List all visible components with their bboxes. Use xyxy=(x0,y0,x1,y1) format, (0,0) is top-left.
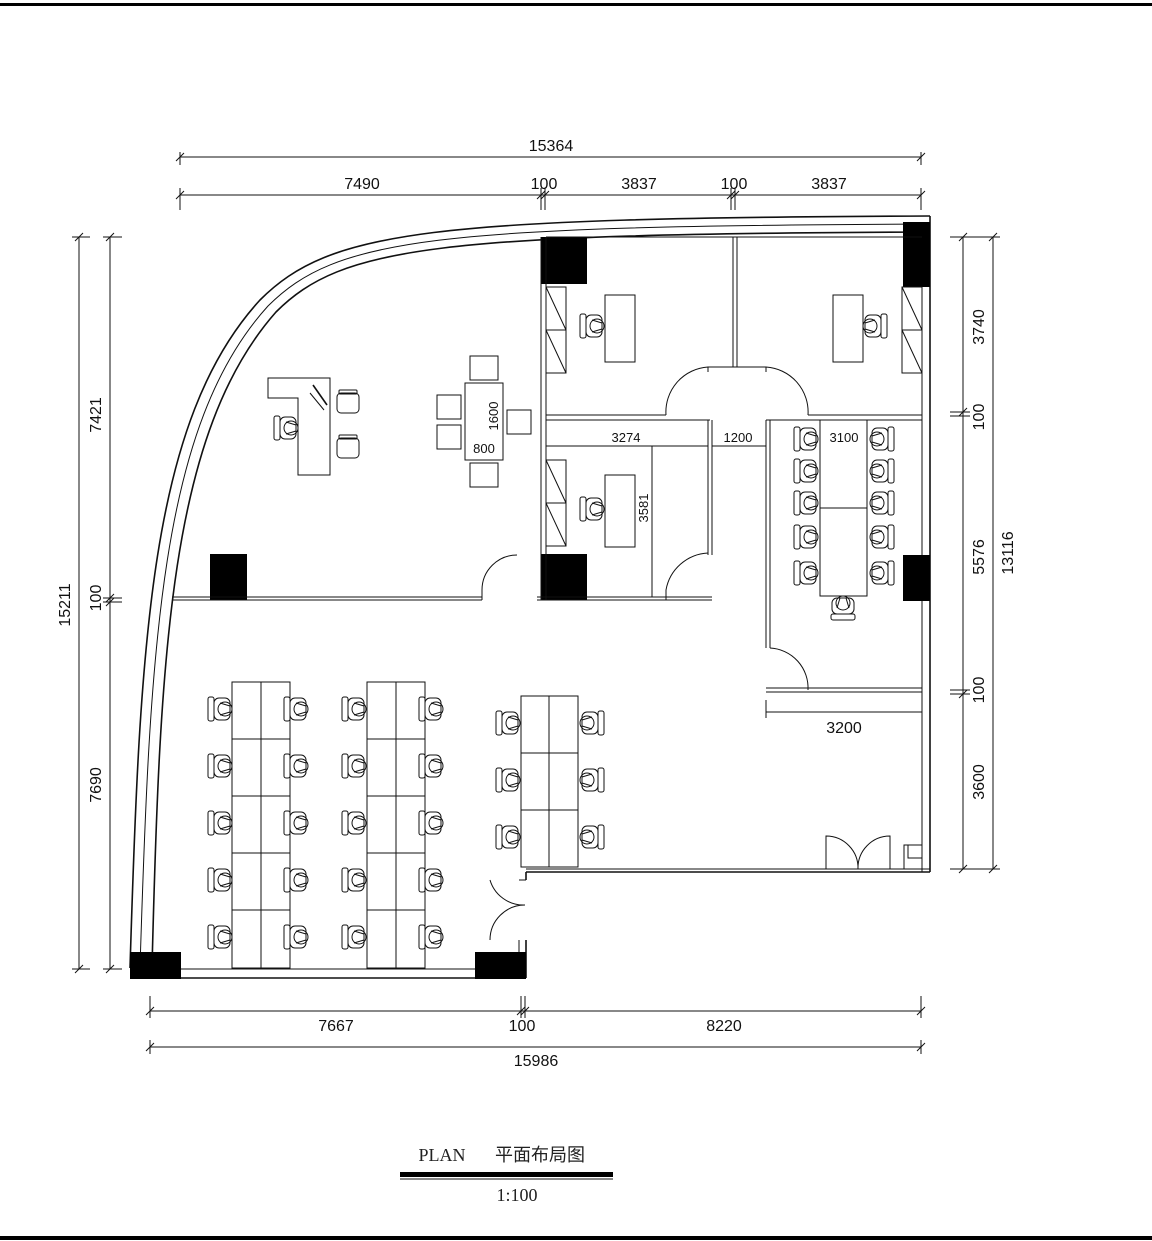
dim-top-seg-5: 3837 xyxy=(811,176,847,193)
conference-table xyxy=(793,419,894,621)
right-dimension-chain xyxy=(950,232,1000,874)
dim-right-seg-1: 3740 xyxy=(971,309,988,345)
dim-bottom-seg-2: 100 xyxy=(509,1018,536,1035)
top-dimension-chain xyxy=(175,152,926,210)
dim-bottom-seg-3: 8220 xyxy=(706,1018,742,1035)
dim-right-overall: 13116 xyxy=(1000,531,1017,574)
dim-right-seg-2: 100 xyxy=(971,404,988,431)
dim-bottom-seg-1: 7667 xyxy=(318,1018,354,1035)
lounge-meeting-table xyxy=(436,355,532,488)
dim-right-seg-5: 3600 xyxy=(971,764,988,800)
manager-office-2-desk xyxy=(832,294,887,363)
plan-label: PLAN xyxy=(418,1145,465,1165)
workstation-cluster-2 xyxy=(341,681,444,969)
dim-right-seg-4: 100 xyxy=(971,677,988,704)
dim-left-overall: 15211 xyxy=(57,583,74,626)
manager-office-3-desk xyxy=(579,474,636,548)
left-dimension-chain xyxy=(72,232,122,974)
bottom-dimension-chain xyxy=(145,996,926,1054)
dim-room-depth: 3581 xyxy=(636,494,651,523)
structural-columns xyxy=(130,222,930,979)
workstation-cluster-1 xyxy=(207,681,309,969)
dim-meeting-width: 3100 xyxy=(830,430,859,445)
dim-reception-width: 3200 xyxy=(826,720,862,737)
dim-bottom-overall: 15986 xyxy=(514,1053,559,1070)
plan-scale: 1:100 xyxy=(496,1185,537,1205)
dim-table-width: 800 xyxy=(473,441,495,456)
dim-top-seg-2: 100 xyxy=(531,176,558,193)
sheet-border-top xyxy=(0,3,1152,6)
dim-right-seg-3: 5576 xyxy=(971,539,988,575)
dim-room-width: 3274 xyxy=(612,430,641,445)
dim-top-seg-4: 100 xyxy=(721,176,748,193)
dim-left-seg-1: 7421 xyxy=(88,397,105,433)
sheet-border-bottom xyxy=(0,1236,1152,1240)
title-block xyxy=(400,1172,613,1180)
dim-left-seg-3: 7690 xyxy=(88,767,105,803)
workstation-cluster-3 xyxy=(495,695,604,868)
cabinets xyxy=(545,286,923,547)
dim-top-seg-3: 3837 xyxy=(621,176,657,193)
dim-top-overall: 15364 xyxy=(529,138,574,155)
interior-dimension-lines xyxy=(546,445,923,718)
dim-left-seg-2: 100 xyxy=(88,585,105,612)
dim-top-seg-1: 7490 xyxy=(344,176,380,193)
dim-table-length: 1600 xyxy=(486,402,501,431)
lounge-l-desk xyxy=(267,377,360,476)
manager-office-1-desk xyxy=(579,294,636,363)
dim-corridor-width: 1200 xyxy=(724,430,753,445)
plan-title: 平面布局图 xyxy=(495,1145,585,1165)
curved-glass-facade xyxy=(129,215,931,969)
